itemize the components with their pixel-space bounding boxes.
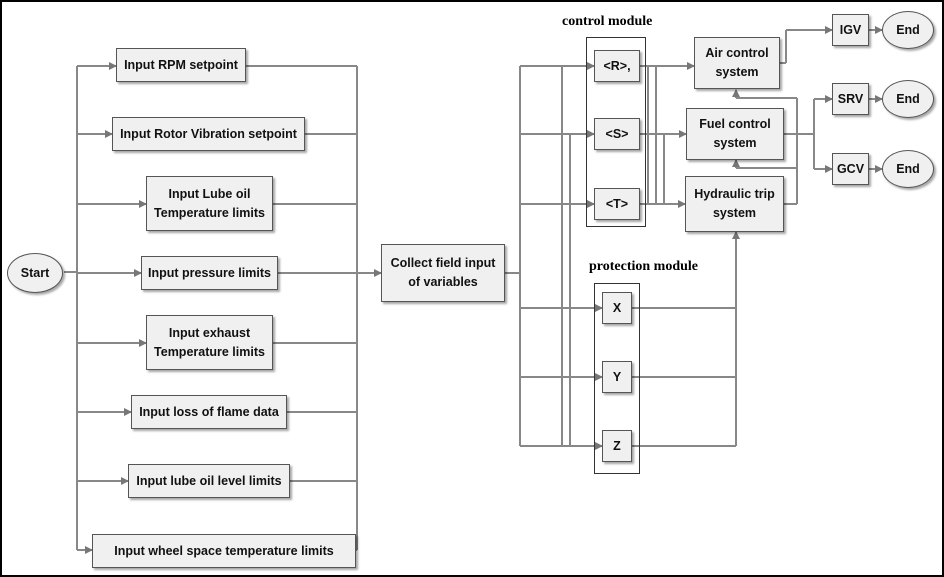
input-wheel-space-temperature-limits: Input wheel space temperature limits [92, 534, 356, 568]
input-lube-oil-level-limits: Input lube oil level limits [128, 464, 290, 498]
igv-node: IGV [832, 14, 869, 46]
protection-module-title: protection module [589, 259, 699, 274]
gcv-node: GCV [832, 153, 869, 185]
input-rpm-setpoint: Input RPM setpoint [116, 48, 246, 82]
collect-field-input-node: Collect field input of variables [381, 244, 505, 302]
control-item-r: <R>, [594, 50, 640, 82]
control-item-s: <S> [594, 118, 640, 150]
hydraulic-trip-system: Hydraulic trip system [685, 176, 784, 232]
start-node: Start [7, 253, 63, 293]
protection-item-z: Z [602, 430, 632, 462]
end-node-gcv: End [882, 150, 934, 188]
fuel-control-system: Fuel control system [686, 108, 784, 160]
protection-module-group [594, 283, 640, 474]
input-rotor-vibration-setpoint: Input Rotor Vibration setpoint [112, 117, 305, 151]
end-node-srv: End [882, 80, 934, 118]
input-pressure-limits: Input pressure limits [141, 256, 278, 290]
control-module-group [586, 37, 646, 227]
srv-node: SRV [832, 83, 869, 115]
air-control-system: Air control system [694, 37, 780, 89]
end-node-igv: End [882, 11, 934, 49]
input-lube-oil-temperature-limits: Input Lube oil Temperature limits [146, 176, 273, 231]
protection-item-y: Y [602, 361, 632, 393]
control-item-t: <T> [594, 188, 640, 220]
input-loss-of-flame-data: Input loss of flame data [131, 395, 287, 429]
protection-item-x: X [602, 292, 632, 324]
control-module-title: control module [562, 14, 653, 29]
input-exhaust-temperature-limits: Input exhaust Temperature limits [146, 315, 273, 370]
